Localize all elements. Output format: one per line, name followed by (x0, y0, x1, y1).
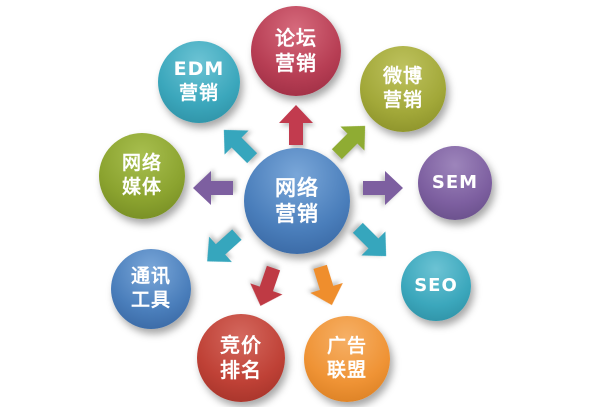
arrow-right-icon (363, 171, 403, 205)
node-label: 微博 营销 (382, 65, 423, 111)
node-label: 竞价 排名 (220, 333, 262, 382)
node-label: EDM 营销 (173, 58, 225, 104)
node-bidding-ranking: 竞价 排名 (197, 314, 285, 402)
node-label: 广告 联盟 (326, 335, 367, 381)
node-communication-tools: 通讯 工具 (111, 249, 191, 329)
node-label: 网络 营销 (275, 175, 319, 226)
arrow-left-icon (193, 171, 233, 205)
node-label: 论坛 营销 (275, 26, 317, 75)
node-sem: SEM (418, 146, 492, 220)
node-label: SEO (414, 274, 458, 296)
node-label: 通讯 工具 (130, 265, 171, 311)
arrow-down-red-icon (250, 265, 283, 306)
arrow-up-icon (279, 105, 313, 145)
arrow-up-right-icon (331, 125, 366, 160)
node-seo: SEO (401, 251, 471, 321)
node-forum-marketing: 论坛 营销 (251, 6, 341, 96)
node-weibo-marketing: 微博 营销 (360, 46, 446, 132)
node-network-media: 网络 媒体 (99, 133, 185, 219)
node-label: 网络 媒体 (121, 152, 162, 198)
node-edm-marketing: EDM 营销 (158, 41, 240, 123)
arrow-down-orange-icon (310, 264, 343, 306)
node-label: SEM (431, 171, 479, 193)
arrow-up-left-icon (223, 129, 258, 164)
node-ad-alliance: 广告 联盟 (304, 316, 390, 402)
arrow-down-right-icon (352, 222, 387, 257)
node-center-network-marketing: 网络 营销 (244, 148, 350, 254)
arrow-down-left-icon (207, 229, 242, 262)
